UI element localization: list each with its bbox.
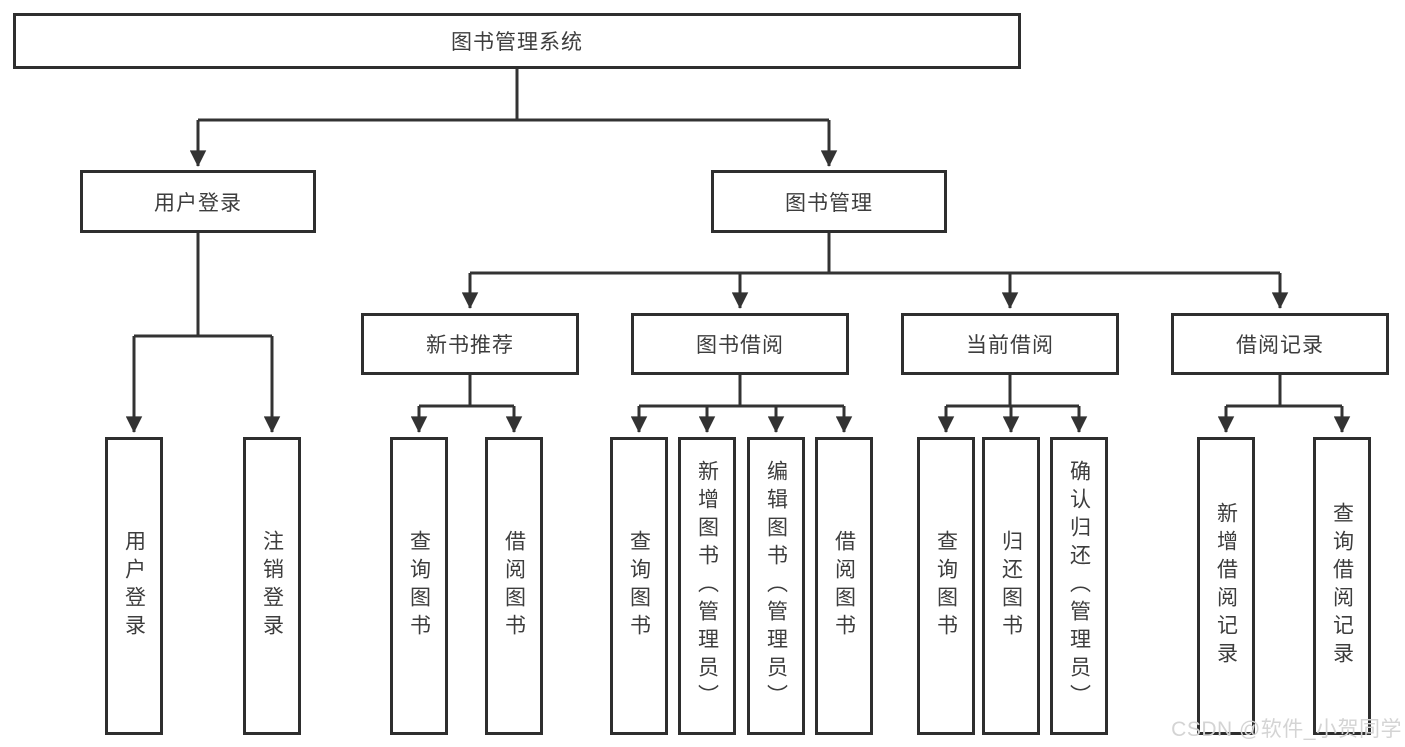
- leaf-add-borrow-record: 新增借阅记录: [1197, 437, 1255, 735]
- node-library-management-system: 图书管理系统: [13, 13, 1021, 69]
- node-borrowing-records: 借阅记录: [1171, 313, 1389, 375]
- leaf-query-books-borrowing: 查询图书: [610, 437, 668, 735]
- node-label: 借阅记录: [1236, 334, 1324, 357]
- connector-new-book-recommend-children: [410, 375, 523, 433]
- connector-root-to-level2: [189, 68, 838, 167]
- node-label: 图书借阅: [696, 334, 784, 357]
- node-label: 图书管理: [785, 191, 873, 215]
- node-label: 用户登录: [154, 191, 242, 215]
- node-current-borrowing: 当前借阅: [901, 313, 1119, 375]
- leaf-query-books-recommend: 查询图书: [390, 437, 448, 735]
- leaf-label: 编辑图书（管理员）: [764, 460, 788, 712]
- leaf-label: 查询图书: [407, 530, 431, 642]
- leaf-borrow-books-recommend: 借阅图书: [485, 437, 543, 735]
- node-user-login: 用户登录: [80, 170, 316, 233]
- leaf-confirm-return-admin: 确认归还（管理员）: [1050, 437, 1108, 735]
- connector-current-borrowing-children: [937, 375, 1088, 433]
- connector-book-management-children: [461, 233, 1289, 309]
- node-new-book-recommend: 新书推荐: [361, 313, 579, 375]
- leaf-label: 用户登录: [122, 530, 146, 642]
- leaf-label: 注销登录: [260, 530, 284, 642]
- leaf-add-book-admin: 新增图书（管理员）: [678, 437, 736, 735]
- leaf-label: 新增图书（管理员）: [695, 460, 719, 712]
- leaf-label: 查询图书: [627, 530, 651, 642]
- connector-borrowing-records-children: [1217, 375, 1351, 433]
- leaf-logout: 注销登录: [243, 437, 301, 735]
- csdn-watermark: CSDN @软件_小贺同学: [1171, 718, 1402, 741]
- leaf-query-borrow-record: 查询借阅记录: [1313, 437, 1371, 735]
- node-book-borrowing: 图书借阅: [631, 313, 849, 375]
- leaf-label: 确认归还（管理员）: [1067, 460, 1091, 712]
- leaf-user-login: 用户登录: [105, 437, 163, 735]
- node-label: 新书推荐: [426, 334, 514, 357]
- connector-user-login-children: [125, 233, 281, 433]
- node-book-management: 图书管理: [711, 170, 947, 233]
- leaf-label: 借阅图书: [832, 530, 856, 642]
- leaf-label: 归还图书: [999, 530, 1023, 642]
- leaf-label: 查询借阅记录: [1330, 502, 1354, 670]
- connector-book-borrowing-children: [630, 375, 853, 433]
- leaf-label: 借阅图书: [502, 530, 526, 642]
- leaf-label: 新增借阅记录: [1214, 502, 1238, 670]
- leaf-return-book: 归还图书: [982, 437, 1040, 735]
- node-label: 图书管理系统: [451, 31, 583, 54]
- leaf-borrow-books: 借阅图书: [815, 437, 873, 735]
- leaf-edit-book-admin: 编辑图书（管理员）: [747, 437, 805, 735]
- leaf-query-books-current: 查询图书: [917, 437, 975, 735]
- node-label: 当前借阅: [966, 334, 1054, 357]
- leaf-label: 查询图书: [934, 530, 958, 642]
